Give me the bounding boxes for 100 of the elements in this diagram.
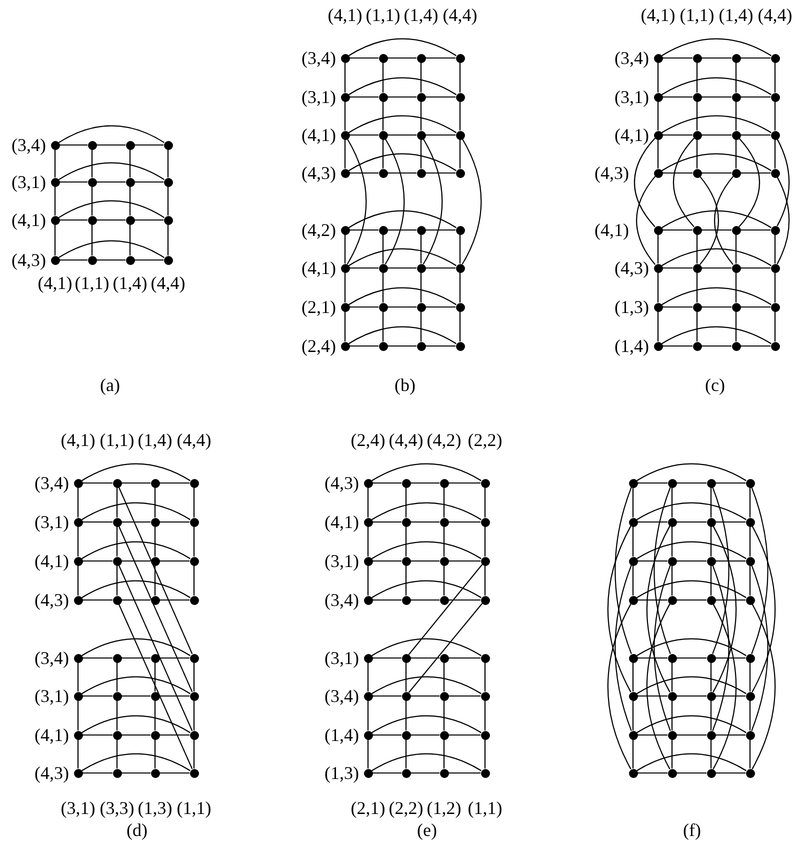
column-label: (4,1) bbox=[60, 431, 96, 449]
edge-line bbox=[676, 521, 706, 523]
vertex-dot bbox=[692, 130, 702, 140]
vertex-dot bbox=[668, 692, 676, 700]
row-label: (1,3) bbox=[614, 298, 649, 316]
vertex-dot bbox=[112, 692, 122, 700]
row-label: (4,3) bbox=[302, 164, 336, 182]
edge-line bbox=[702, 267, 732, 269]
column-label: (1,1) bbox=[176, 799, 212, 817]
row-label: (1,3) bbox=[324, 764, 359, 782]
edge-line bbox=[716, 695, 746, 697]
edge-line bbox=[671, 488, 673, 518]
column-label: (1,4) bbox=[112, 274, 148, 292]
edge-line bbox=[632, 662, 634, 692]
vertex-dot bbox=[88, 256, 96, 264]
column-label: (4,4) bbox=[442, 6, 478, 24]
curved-edge bbox=[751, 487, 768, 654]
edge-line bbox=[676, 657, 706, 659]
edge-line bbox=[118, 564, 193, 732]
vertex-dot bbox=[190, 730, 198, 740]
edge-line bbox=[388, 306, 416, 308]
edge-line bbox=[77, 488, 79, 518]
edge-line bbox=[154, 526, 156, 556]
panel-caption: (b) bbox=[394, 376, 416, 394]
edge-line bbox=[60, 219, 88, 221]
vertex-dot bbox=[416, 302, 426, 312]
edge-line bbox=[388, 345, 416, 347]
vertex-dot bbox=[668, 478, 676, 488]
vertex-dot bbox=[340, 226, 350, 234]
edge-line bbox=[122, 657, 150, 659]
edge-line bbox=[367, 488, 369, 518]
edge-line bbox=[710, 700, 712, 730]
arc-edge bbox=[662, 115, 772, 134]
arc-edge bbox=[348, 115, 456, 134]
edge-line bbox=[696, 140, 698, 168]
edge-line bbox=[91, 150, 93, 178]
column-label: (1,1) bbox=[100, 431, 134, 449]
curved-edge bbox=[699, 176, 719, 265]
edge-line bbox=[420, 272, 422, 302]
edge-line bbox=[160, 560, 190, 562]
edge-line bbox=[82, 521, 112, 523]
edge-line bbox=[662, 306, 692, 308]
edge-line bbox=[735, 102, 737, 130]
vertex-dot bbox=[706, 768, 716, 778]
edge-line bbox=[484, 526, 486, 556]
edge-line bbox=[122, 599, 150, 601]
edge-line bbox=[443, 740, 445, 768]
vertex-dot bbox=[190, 596, 198, 604]
edge-line bbox=[657, 62, 659, 92]
edge-line bbox=[420, 312, 422, 342]
edge-line bbox=[638, 482, 668, 484]
vertex-dot bbox=[770, 168, 780, 178]
edge-line bbox=[154, 740, 156, 768]
vertex-dot bbox=[112, 768, 122, 778]
curved-edge bbox=[776, 138, 790, 226]
curved-edge bbox=[646, 526, 670, 692]
row-label: (3,1) bbox=[324, 552, 359, 570]
edge-line bbox=[405, 526, 407, 556]
row-label: (3,4) bbox=[324, 687, 359, 705]
vertex-dot bbox=[654, 54, 662, 62]
vertex-dot bbox=[402, 556, 410, 566]
edge-line bbox=[122, 734, 150, 736]
edge-line bbox=[350, 57, 378, 59]
column-label: (1,1) bbox=[366, 6, 400, 24]
edge-line bbox=[710, 526, 712, 556]
vertex-dot bbox=[112, 596, 122, 604]
vertex-dot bbox=[364, 768, 372, 778]
vertex-dot bbox=[74, 556, 82, 566]
vertex-dot bbox=[164, 256, 172, 264]
edge-line bbox=[134, 181, 164, 183]
vertex-dot bbox=[340, 264, 350, 272]
panel-caption: (d) bbox=[126, 821, 148, 839]
edge-line bbox=[116, 700, 118, 730]
row-label: (4,2) bbox=[302, 221, 336, 239]
edge-line bbox=[676, 560, 706, 562]
edge-line bbox=[716, 734, 746, 736]
edge-line bbox=[702, 229, 732, 231]
edge-line bbox=[122, 482, 150, 484]
edge-line bbox=[716, 657, 746, 659]
edge-line bbox=[774, 62, 776, 92]
vertex-dot bbox=[456, 54, 464, 62]
edge-line bbox=[160, 657, 190, 659]
row-label: (3,1) bbox=[34, 687, 69, 705]
edge-line bbox=[193, 488, 195, 518]
edge-line bbox=[735, 272, 737, 302]
row-label: (4,3) bbox=[34, 591, 69, 609]
edge-line bbox=[448, 657, 480, 659]
edge-line bbox=[662, 134, 692, 136]
edge-line bbox=[638, 772, 668, 774]
curved-edge bbox=[712, 487, 730, 654]
column-label: (1,1) bbox=[74, 274, 110, 292]
edge-line bbox=[96, 219, 126, 221]
edge-line bbox=[350, 134, 378, 136]
edge-line bbox=[662, 267, 692, 269]
curved-edge bbox=[634, 138, 656, 228]
edge-line bbox=[443, 662, 445, 692]
vertex-dot bbox=[416, 226, 426, 234]
edge-line bbox=[54, 150, 56, 178]
edge-line bbox=[344, 140, 346, 168]
edge-line bbox=[410, 560, 440, 562]
